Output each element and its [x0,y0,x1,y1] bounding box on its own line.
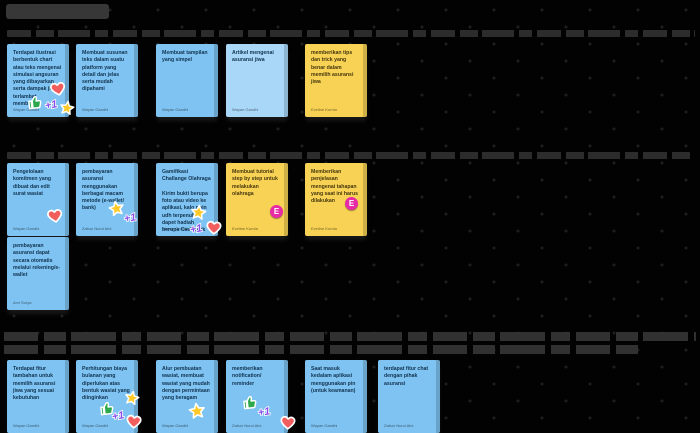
thumbs-up-sticker-icon[interactable] [26,93,44,111]
sticky-note-text: Perhitungan biaya bulanan yang diperluka… [82,366,130,402]
sticky-note-author: Arvi Surya [13,300,32,305]
star-sticker-icon[interactable] [106,198,126,218]
sticky-note[interactable]: terdapat fitur chat dengan pihak asurans… [378,360,440,433]
heart-sticker-icon[interactable] [279,413,298,432]
sticky-note[interactable]: Memberikan penjelasan mengenai tahapan y… [305,163,367,236]
sticky-note-author: Wayan Gandhi [82,107,109,112]
sticky-note[interactable]: Saat masuk kedalam aplikasi menggunakan … [305,360,367,433]
svg-text:+1: +1 [189,222,203,236]
section-3-heading-line2-text-illegible [4,345,642,354]
avatar-stamp-letter: E [270,205,283,218]
svg-text:+1: +1 [257,405,271,419]
svg-text:+1: +1 [44,98,58,112]
sticky-note-text: memberikan notification/ reminder [232,366,263,387]
plus-one-sticker-icon[interactable]: +1 [255,403,272,420]
sticky-note[interactable]: Gamifikasi Challange Olahraga Kirim bukt… [156,163,222,237]
sticky-note-text: pembayaran asuransi dapat secara otomati… [13,243,60,279]
sticky-note-author: Wayan Gandhi [232,107,259,112]
sticky-note-author: Wayan Gandhi [162,226,189,231]
star-sticker-icon[interactable] [123,389,142,408]
sticky-note-author: Wayan Gandhi [13,107,40,112]
sticky-note[interactable]: Membuat tutorial step by step untuk mela… [226,163,288,236]
sticky-note-text: Alur pembuatan wasiat, membuat wasiat ya… [162,366,210,402]
sticky-note-author: Eveline Kurnia [311,226,337,231]
heart-sticker-icon[interactable] [125,412,144,431]
plus-one-sticker-icon[interactable]: +1 [109,407,126,424]
sticky-note[interactable]: Membuat susunan teks dalam suatu platfor… [76,44,138,117]
plus-one-sticker-icon[interactable]: +1 [42,96,59,113]
section-3-heading-line1-text-illegible [4,332,696,341]
thumbs-up-sticker-icon[interactable] [98,399,116,417]
sticky-note-text: Memberikan penjelasan mengenai tahapan y… [311,169,358,205]
sticky-note-author: Eveline Kurnia [232,226,258,231]
heart-sticker-icon[interactable] [205,218,224,237]
sticky-note[interactable]: Terdapat ilustrasi berbentuk chart atau … [7,44,75,117]
sticky-note-author: Zaitun Nurul Aini [82,226,112,231]
sticky-note-text: terdapat fitur chat dengan pihak asurans… [384,366,429,387]
heart-sticker-icon[interactable] [46,206,65,225]
sticky-note-author: Eveline Kurnia [311,107,337,112]
plus-one-sticker-icon[interactable]: +1 [121,209,138,226]
sticky-note-text: Gamifikasi Challange Olahraga Kirim bukt… [162,169,211,234]
sticky-note-author: Zaitun Nurul Aini [232,423,262,428]
sticky-note-text: Terdapat fitur tambahan untuk memilih as… [13,366,56,402]
svg-text:+1: +1 [123,211,137,225]
star-sticker-icon[interactable] [58,99,77,118]
sticky-note[interactable]: Perhitungan biaya bulanan yang diperluka… [76,360,142,433]
svg-text:+1: +1 [111,409,125,423]
sticky-note[interactable]: memberikan tips dan trick yang benar dal… [305,44,367,117]
sticky-note[interactable]: Pengelolaan komitmen yang dibuat dan edi… [7,163,69,236]
star-sticker-icon[interactable] [189,203,208,222]
sticky-note-author: Wayan Gandhi [162,423,189,428]
avatar-stamp-icon[interactable]: E [270,205,283,218]
sticky-note-text: Pengelolaan komitmen yang dibuat dan edi… [13,169,52,197]
sticky-note-author: Wayan Gandhi [162,107,189,112]
sticky-note-text: Artikel mengenai asuransi jiwa [232,50,274,64]
sticky-note-author: Wayan Gandhi [13,423,40,428]
sticky-note[interactable]: pembayaran asuransi menggunakan berbagai… [76,163,138,236]
star-sticker-icon[interactable] [187,401,207,421]
thumbs-up-sticker-icon[interactable] [241,393,259,411]
section-1-heading-text-illegible [7,30,695,37]
sticky-note-author: Wayan Gandhi [13,226,40,231]
avatar-stamp-icon[interactable]: E [345,197,358,210]
sticky-note[interactable]: Alur pembuatan wasiat, membuat wasiat ya… [156,360,218,433]
section-2-heading-text-illegible [7,152,690,159]
sticky-note-text: pembayaran asuransi menggunakan berbagai… [82,169,125,212]
sticky-note-text: Membuat susunan teks dalam suatu platfor… [82,50,128,93]
sticky-note-text: Membuat tampilan yang simpel [162,50,208,64]
sticky-note-author: Wayan Gandhi [311,423,338,428]
avatar-stamp-letter: E [345,197,358,210]
sticky-note-text: Membuat tutorial step by step untuk mela… [232,169,278,197]
top-left-toolbar-pill[interactable] [6,4,109,19]
sticky-note-text: Saat masuk kedalam aplikasi menggunakan … [311,366,356,394]
heart-sticker-icon[interactable] [49,79,68,98]
plus-one-sticker-icon[interactable]: +1 [187,220,204,237]
sticky-note-author: Zaitun Nurul Aini [384,423,414,428]
sticky-note-text: memberikan tips dan trick yang benar dal… [311,50,354,86]
sticky-note[interactable]: Terdapat fitur tambahan untuk memilih as… [7,360,69,433]
sticky-note[interactable]: pembayaran asuransi dapat secara otomati… [7,237,69,310]
sticky-note-author: Wayan Gandhi [82,423,109,428]
